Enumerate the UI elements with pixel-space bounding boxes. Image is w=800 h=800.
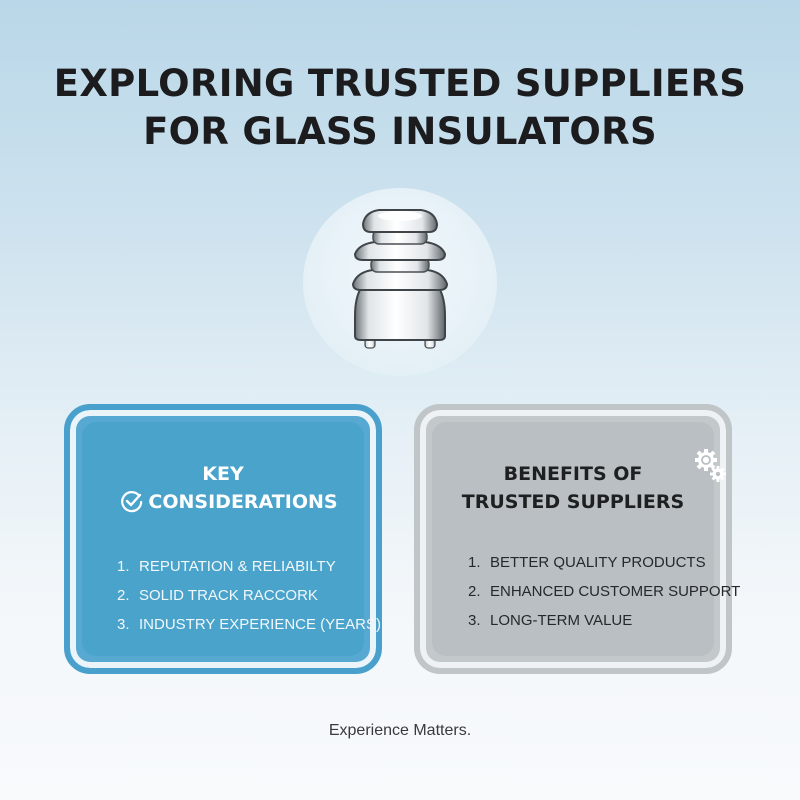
list-item: 1.BETTER QUALITY PRODUCTS [468, 554, 706, 571]
considerations-list: 1.REPUTATION & RELIABILTY 2.SOLID TRACK … [117, 552, 381, 639]
card-panel: BENEFITS OF TRUSTED SUPPLIERS [432, 422, 740, 656]
card-title: BENEFITS OF TRUSTED SUPPLIERS [432, 460, 714, 516]
list-item: 2.ENHANCED CUSTOMER SUPPORT [468, 583, 741, 600]
benefits-card: BENEFITS OF TRUSTED SUPPLIERS [414, 404, 740, 674]
hero-image-circle [303, 188, 497, 376]
card-title-line-2: CONSIDERATIONS [148, 491, 338, 513]
page-title: EXPLORING TRUSTED SUPPLIERS FOR GLASS IN… [0, 60, 800, 156]
card-title-line-1: KEY [202, 463, 244, 485]
gears-icon [695, 449, 726, 482]
card-title-line-1: BENEFITS OF [503, 463, 643, 485]
list-item: 2.SOLID TRACK RACCORK [117, 587, 318, 604]
title-line-1: EXPLORING TRUSTED SUPPLIERS [53, 62, 747, 105]
title-line-2: FOR GLASS INSULATORS [143, 110, 657, 153]
benefits-list: 1.BETTER QUALITY PRODUCTS 2.ENHANCED CUS… [468, 548, 740, 635]
card-panel: KEY CONSIDERATIONS 1.REPUTATION & RELIAB… [82, 422, 381, 656]
glass-insulator-icon [351, 209, 449, 349]
check-circle-icon [121, 491, 143, 513]
list-item: 1.REPUTATION & RELIABILTY [117, 558, 336, 575]
key-considerations-card: KEY CONSIDERATIONS 1.REPUTATION & RELIAB… [64, 404, 382, 674]
list-item: 3.INDUSTRY EXPERIENCE (YEARS) [117, 616, 381, 633]
tagline: Experience Matters. [328, 722, 472, 739]
list-item: 3.LONG-TERM VALUE [468, 612, 633, 629]
card-title-line-2: TRUSTED SUPPLIERS [461, 491, 685, 513]
card-title: KEY CONSIDERATIONS [82, 460, 364, 516]
